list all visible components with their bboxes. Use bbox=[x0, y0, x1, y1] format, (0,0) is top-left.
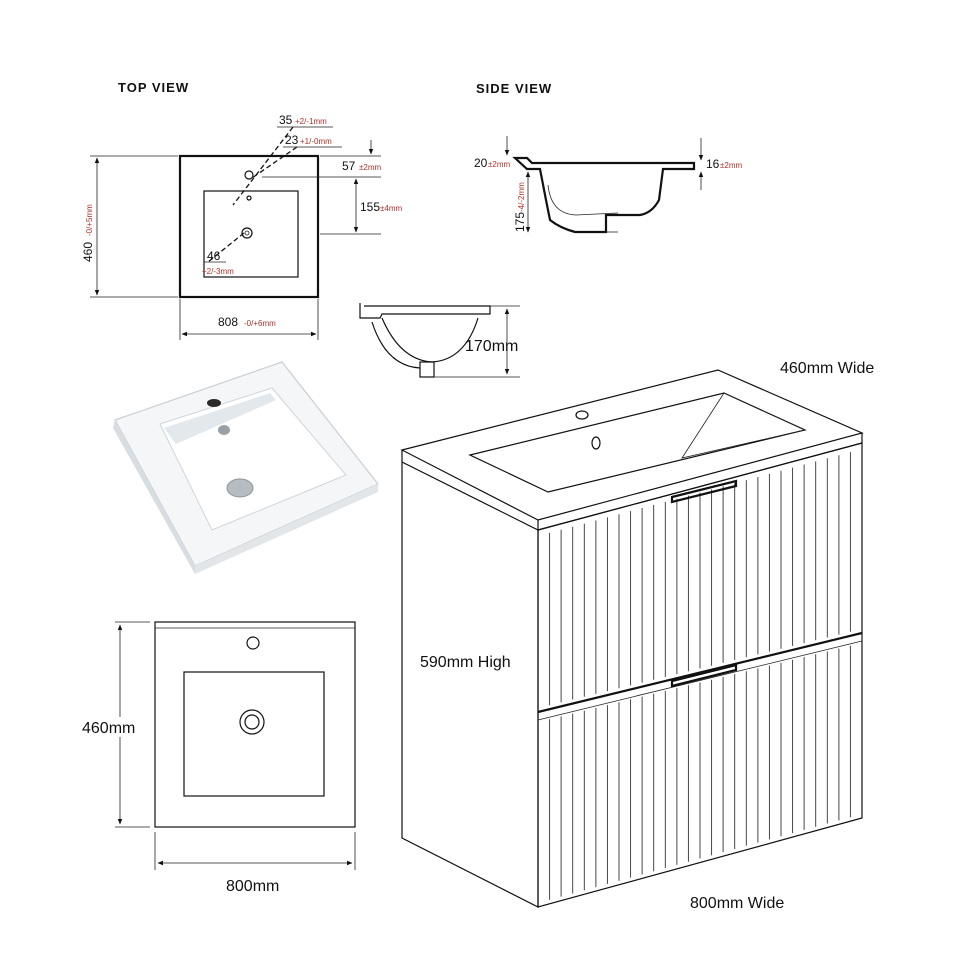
vanity-basin-bowl bbox=[468, 392, 807, 493]
vanity-depth-label: 460mm Wide bbox=[780, 360, 874, 377]
dim-57-value: 57 bbox=[342, 159, 356, 173]
vanity-front-grooves bbox=[549, 452, 851, 900]
vanity-height-label: 590mm High bbox=[420, 654, 511, 671]
dim-460-value: 460 bbox=[81, 242, 95, 262]
basin-profile-outer bbox=[371, 321, 421, 369]
leader-23 bbox=[251, 146, 298, 179]
side-view-bowl-curve bbox=[547, 184, 619, 216]
vanity-unit: 460mm Wide 590mm High 800mm Wide bbox=[400, 360, 874, 912]
dim-175-value: 175 bbox=[513, 212, 527, 232]
dim-175-tolerance: -4/-2mm bbox=[517, 182, 526, 212]
top-view: TOP VIEW 35 +2/-1mm 23 +1/-0mm 46 +2/-3m… bbox=[81, 80, 403, 340]
dim-155-tolerance: ±4mm bbox=[380, 204, 403, 213]
side-view: SIDE VIEW 20 ±2mm 175 -4/-2mm 16 ±2mm bbox=[474, 81, 743, 234]
basin-photo-side bbox=[195, 484, 378, 574]
front-plan-tap-hole bbox=[246, 636, 260, 650]
top-view-outline bbox=[178, 154, 320, 299]
dim-20-tolerance: ±2mm bbox=[488, 160, 511, 169]
dim-460mm-label-bg bbox=[80, 717, 140, 737]
waste-outlet-inner bbox=[244, 230, 250, 236]
dim-35-value: 35 bbox=[279, 113, 293, 127]
dim-35-tolerance: +2/-1mm bbox=[295, 117, 327, 126]
upper-drawer-handle[interactable] bbox=[670, 479, 738, 504]
basin-photo-front bbox=[113, 420, 195, 574]
dim-170-label: 170mm bbox=[465, 338, 518, 355]
basin-photo-overflow bbox=[218, 425, 230, 435]
top-view-bowl bbox=[203, 190, 299, 278]
front-plan-waste bbox=[239, 709, 265, 735]
lower-drawer-handle[interactable] bbox=[670, 663, 738, 688]
dim-460-tolerance: -0/+5mm bbox=[85, 204, 94, 236]
dim-155-value: 155 bbox=[360, 200, 380, 214]
overflow-hole bbox=[246, 195, 252, 201]
side-view-profile bbox=[512, 156, 696, 234]
vanity-drawer-divider-shadow bbox=[537, 640, 863, 721]
dim-23-value: 23 bbox=[285, 133, 299, 147]
basin-profile-waste bbox=[419, 361, 435, 378]
leader-35 bbox=[232, 126, 294, 206]
basin-product-image bbox=[113, 361, 379, 574]
side-view-heading: SIDE VIEW bbox=[476, 81, 552, 96]
dim-800mm-label: 800mm bbox=[226, 878, 279, 895]
dim-23-tolerance: +1/-0mm bbox=[300, 137, 332, 146]
waste-outlet bbox=[241, 227, 253, 239]
vanity-cabinet-front bbox=[537, 442, 863, 908]
dim-20-value: 20 bbox=[474, 156, 488, 170]
dim-57-tolerance: ±2mm bbox=[359, 163, 382, 172]
dim-46-tolerance: +2/-3mm bbox=[202, 267, 234, 276]
vanity-drawer-divider bbox=[537, 631, 863, 714]
basin-profile: 170mm bbox=[359, 303, 520, 378]
basin-profile-rim bbox=[359, 303, 491, 319]
tap-hole bbox=[244, 170, 254, 180]
dim-460mm-label: 460mm bbox=[82, 720, 135, 737]
dim-808-value: 808 bbox=[218, 315, 238, 329]
vanity-basin-bowl-inner bbox=[681, 392, 807, 459]
basin-photo-waste bbox=[226, 478, 254, 498]
dim-16-value: 16 bbox=[706, 157, 720, 171]
vanity-tap-hole bbox=[575, 410, 589, 420]
basin-photo-bowl-shadow bbox=[164, 393, 276, 444]
front-plan: 460mm 800mm bbox=[80, 621, 356, 895]
front-plan-waste-inner bbox=[244, 714, 260, 730]
vanity-basin-front-edge bbox=[401, 450, 539, 531]
basin-profile-bowl bbox=[381, 317, 479, 363]
dim-46-value: 46 bbox=[207, 249, 221, 263]
front-plan-bowl bbox=[183, 671, 325, 797]
dim-16-tolerance: ±2mm bbox=[720, 161, 743, 170]
vanity-overflow bbox=[591, 436, 601, 450]
dim-808-tolerance: -0/+6mm bbox=[244, 319, 276, 328]
top-view-heading: TOP VIEW bbox=[118, 80, 189, 95]
front-plan-outline bbox=[154, 621, 356, 828]
vanity-cabinet-side bbox=[401, 462, 539, 908]
vanity-width-label: 800mm Wide bbox=[690, 895, 784, 912]
basin-photo-tap-hole bbox=[207, 399, 221, 407]
